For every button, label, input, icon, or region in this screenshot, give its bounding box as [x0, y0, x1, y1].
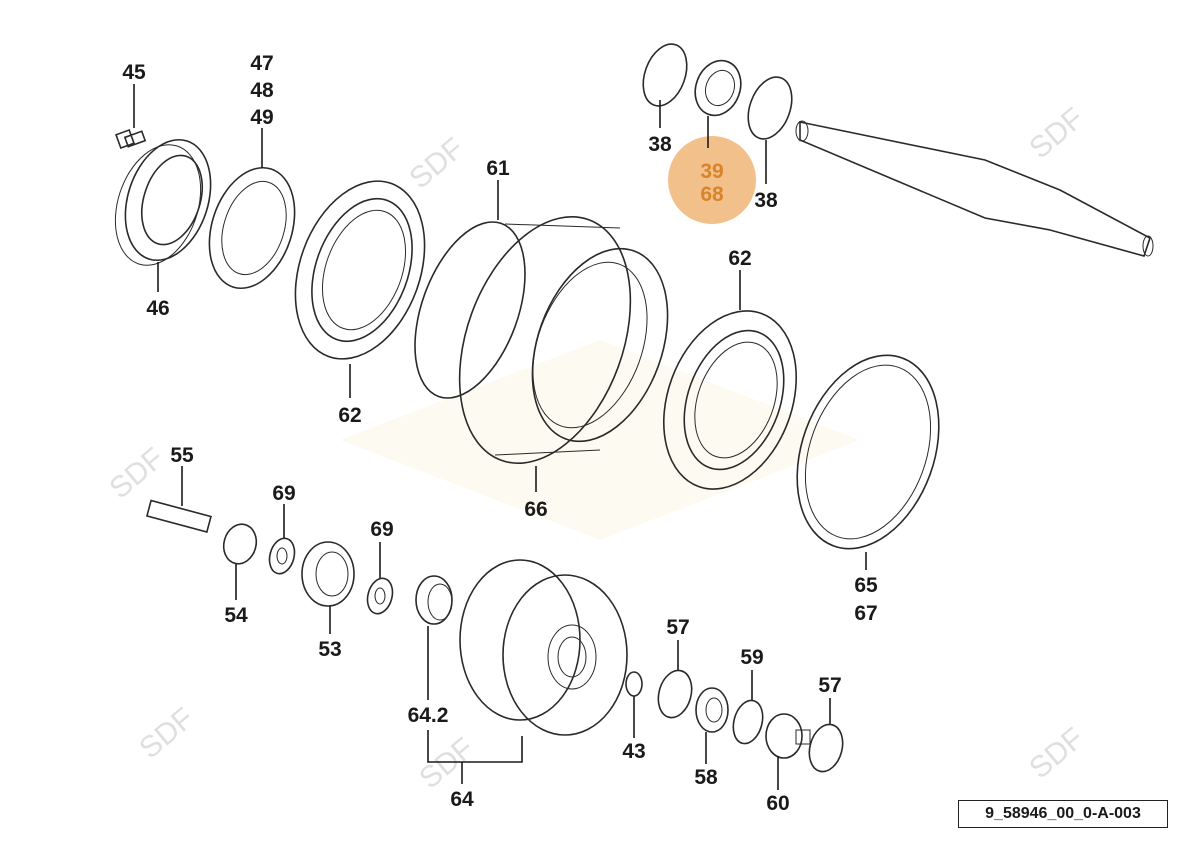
label-45: 45	[122, 61, 146, 84]
bolt-part-45	[115, 129, 147, 149]
label-68: 68	[700, 183, 724, 206]
label-47: 47	[250, 52, 273, 75]
part-labels: 45 47 48 49 46 61 62 62 38 38 39 68 66 6…	[122, 52, 878, 815]
watermark-group: SDF SDF SDF SDF SDF SDF	[103, 102, 1090, 796]
label-62-right: 62	[728, 247, 751, 270]
label-38-right: 38	[754, 189, 778, 212]
label-57-right: 57	[818, 674, 841, 697]
watermark: SDF	[413, 732, 480, 796]
circlip-part-38-left	[642, 43, 688, 107]
label-59: 59	[740, 646, 763, 669]
label-53: 53	[318, 638, 341, 661]
planet-carrier-part-64	[459, 559, 628, 736]
label-62-left: 62	[338, 404, 361, 427]
circlip-part-38-right	[747, 76, 793, 140]
bushing-part-64-2	[415, 575, 453, 625]
label-64: 64	[450, 788, 474, 811]
snap-ring-part-57-left	[657, 669, 693, 719]
pin-part-55	[145, 499, 212, 533]
label-69-right: 69	[370, 518, 393, 541]
watermark: SDF	[1023, 102, 1090, 166]
o-ring-part-61	[414, 221, 526, 399]
label-55: 55	[170, 444, 194, 467]
watermark: SDF	[133, 702, 200, 766]
watermark: SDF	[1023, 722, 1090, 786]
leader-lines	[133, 84, 867, 790]
label-49: 49	[250, 106, 273, 129]
label-66: 66	[524, 498, 547, 521]
label-48: 48	[250, 79, 274, 102]
label-38-left: 38	[648, 133, 672, 156]
label-57-left: 57	[666, 616, 689, 639]
label-67: 67	[854, 602, 877, 625]
gear-part-53	[301, 541, 355, 607]
bearing-part-58	[695, 687, 729, 733]
gasket-part-49	[208, 166, 296, 290]
seal-ring-part-65	[796, 354, 940, 550]
bearing-part-39	[694, 59, 742, 117]
watermark: SDF	[103, 442, 170, 506]
label-60: 60	[766, 792, 789, 815]
watermark: SDF	[403, 132, 470, 196]
label-39: 39	[700, 160, 723, 183]
label-54: 54	[224, 604, 248, 627]
label-46: 46	[146, 297, 169, 320]
bearing-part-62-right	[662, 310, 798, 490]
drive-shaft	[795, 120, 1154, 257]
label-64-2: 64.2	[408, 704, 449, 727]
wheel-hub-part-66	[458, 215, 669, 465]
bearing-part-62-left	[294, 180, 426, 360]
washer-part-69-right	[366, 577, 394, 615]
washer-part-69-left	[268, 537, 296, 575]
needle-bearing-part-54	[222, 523, 258, 565]
o-ring-part-59	[732, 699, 764, 745]
label-58: 58	[694, 766, 718, 789]
highlight-marker	[668, 136, 756, 224]
cap-part-60	[765, 713, 811, 759]
cover-flange-part-46	[114, 138, 212, 266]
label-61: 61	[486, 157, 510, 180]
label-43: 43	[622, 740, 645, 763]
reference-code-box: 9_58946_00_0-A-003	[958, 800, 1168, 828]
label-69-left: 69	[272, 482, 295, 505]
label-65: 65	[854, 574, 878, 597]
ring-part-43	[625, 671, 643, 697]
snap-ring-part-57-right	[808, 723, 844, 773]
